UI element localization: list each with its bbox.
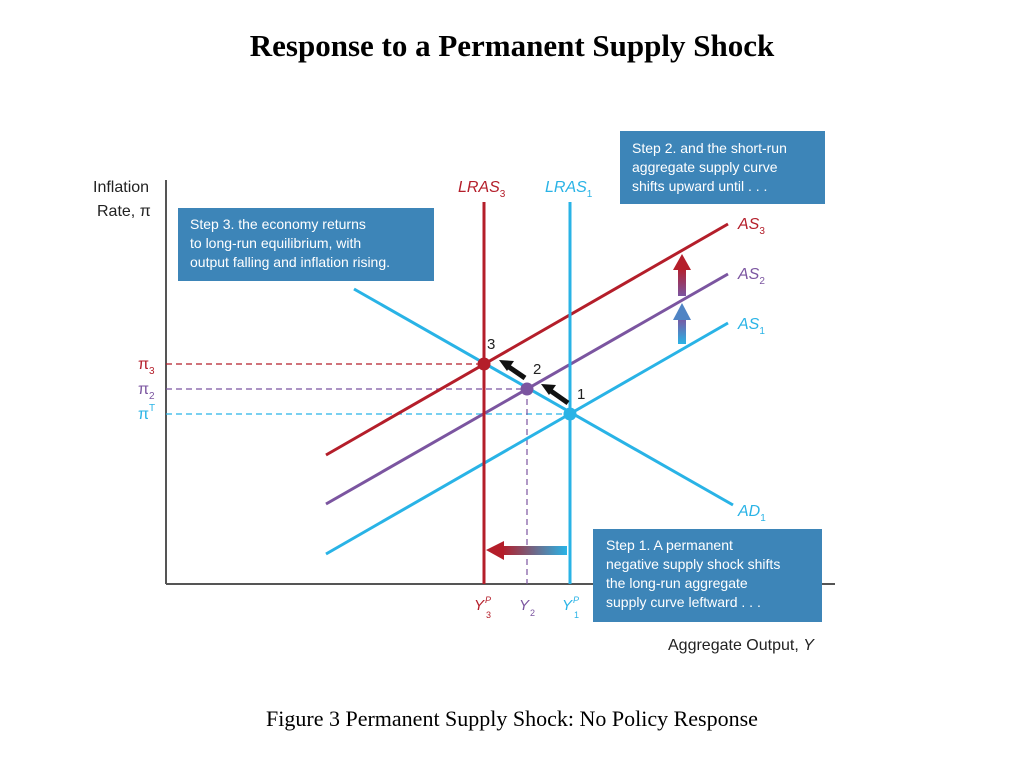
svg-text:2: 2 <box>530 608 535 618</box>
step3-box: Step 3. the economy returns to long-run … <box>178 208 434 281</box>
x-tick-y1p: Y P 1 <box>562 595 579 620</box>
lras1-label: LRAS1 <box>545 179 593 200</box>
as1-curve <box>325 321 729 556</box>
step1-line: supply curve leftward . . . <box>606 594 761 610</box>
equilibrium-point-2 <box>520 382 534 396</box>
svg-text:P: P <box>485 595 491 605</box>
step2-line: shifts upward until . . . <box>632 178 767 194</box>
y-axis-label-line1: Inflation <box>93 179 149 196</box>
y-axis-label-line2: Rate, π <box>97 203 151 220</box>
arrow-2-to-3 <box>499 360 527 381</box>
as3-curve <box>325 222 729 457</box>
step1-line: negative supply shock shifts <box>606 556 780 572</box>
ad1-label: AD1 <box>737 503 766 524</box>
step2-line: Step 2. and the short-run <box>632 140 787 156</box>
figure-caption: Figure 3 Permanent Supply Shock: No Poli… <box>266 706 758 731</box>
y-tick-piT: πT <box>138 403 155 423</box>
lras3-label: LRAS3 <box>458 179 506 200</box>
step1-line: the long-run aggregate <box>606 575 748 591</box>
svg-text:P: P <box>573 595 579 605</box>
svg-text:Y: Y <box>474 597 485 614</box>
svg-text:1: 1 <box>574 610 579 620</box>
y-tick-pi3: π3 <box>138 356 155 377</box>
equilibrium-point-3 <box>477 357 491 371</box>
x-tick-y3p: Y P 3 <box>474 595 491 620</box>
step1-box: Step 1. A permanent negative supply shoc… <box>593 529 822 622</box>
arrow-1-to-2 <box>541 384 570 406</box>
x-axis-label: Aggregate Output, Y <box>668 637 815 654</box>
step3-line: Step 3. the economy returns <box>190 216 366 232</box>
as2-label: AS2 <box>737 266 765 287</box>
ad1-curve <box>353 287 734 507</box>
equilibrium-point-1 <box>563 407 577 421</box>
up-arrow-as1-to-as2 <box>673 303 691 344</box>
point-label-2: 2 <box>533 361 541 378</box>
step2-box: Step 2. and the short-run aggregate supp… <box>620 131 825 204</box>
svg-text:3: 3 <box>486 610 491 620</box>
as3-label: AS3 <box>737 216 765 237</box>
point-label-1: 1 <box>577 386 585 403</box>
svg-text:Y: Y <box>519 597 530 614</box>
svg-text:Y: Y <box>562 597 573 614</box>
step1-line: Step 1. A permanent <box>606 537 733 553</box>
as1-label: AS1 <box>737 316 765 337</box>
point-label-3: 3 <box>487 336 495 353</box>
y-tick-pi2: π2 <box>138 381 155 402</box>
page-title: Response to a Permanent Supply Shock <box>249 28 775 63</box>
step3-line: to long-run equilibrium, with <box>190 235 361 251</box>
step3-line: output falling and inflation rising. <box>190 254 390 270</box>
step2-line: aggregate supply curve <box>632 159 778 175</box>
up-arrow-as2-to-as3 <box>673 254 691 296</box>
left-arrow-lras-shift <box>486 541 567 560</box>
x-tick-y2: Y 2 <box>519 597 535 618</box>
